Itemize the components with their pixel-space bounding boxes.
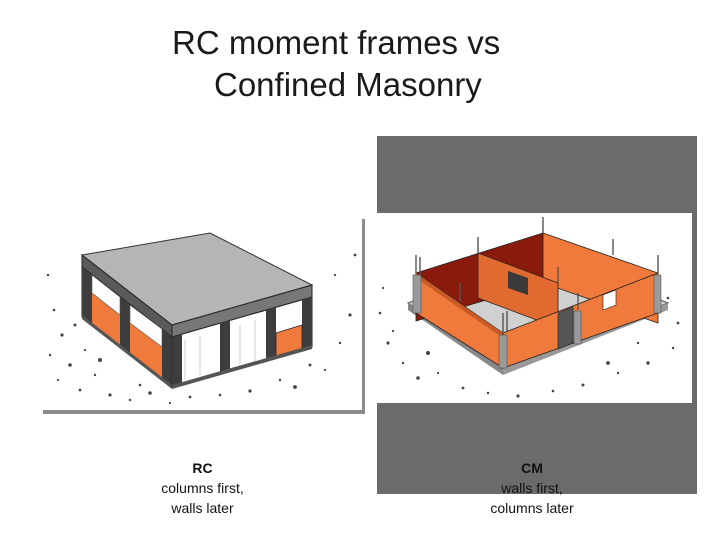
rc-label: RC (192, 460, 213, 476)
cm-caption: CM walls first, columns later (472, 458, 592, 518)
slide-title: RC moment frames vs Confined Masonry (172, 22, 500, 106)
rc-caption-line-2: walls later (171, 500, 234, 516)
cm-illustration (368, 213, 692, 403)
cm-building-drawing (378, 217, 680, 398)
title-line-1: RC moment frames vs (172, 24, 501, 61)
rc-caption-line-1: columns first, (161, 480, 244, 496)
cm-caption-line-2: columns later (490, 500, 574, 516)
title-line-2: Confined Masonry (214, 66, 482, 103)
rc-illustration (40, 215, 362, 410)
cm-label: CM (521, 460, 543, 476)
rc-building-drawing (46, 232, 357, 405)
cm-caption-line-1: walls first, (501, 480, 563, 496)
rc-caption: RC columns first, walls later (140, 458, 265, 518)
